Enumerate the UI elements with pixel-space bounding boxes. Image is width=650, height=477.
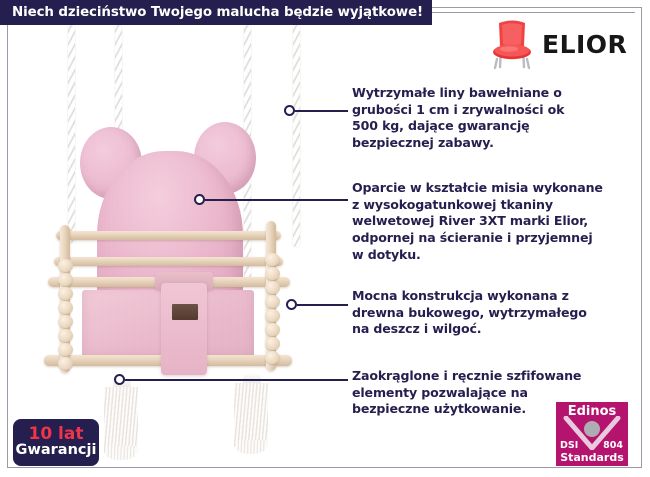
header-banner: Niech dzieciństwo Twojego malucha będzie… [0,0,432,25]
bead [265,253,280,266]
standards-brand: Edinos [567,404,617,419]
bead [58,301,73,314]
bead [58,343,73,356]
standards-label: Standards [560,451,624,464]
callout-line: elementy pozwalające na [352,384,528,400]
brand-name: ELIOR [542,29,628,59]
check-v-icon [563,416,621,450]
tassel-left [104,387,138,460]
bead [58,287,73,300]
callout-line: odpornej na ścieranie i przyjemnej [352,230,593,246]
bead [265,295,280,308]
callout-line: z wysokogatunkowej tkaniny [352,196,553,212]
bead [58,273,73,286]
callout-text-rope-feature: Wytrzymałe liny bawełniane o grubości 1 … [352,85,624,152]
callout-line: Mocna konstrukcja wykonana z [352,288,569,303]
callout-line: grubości 1 cm i zrywalności ok [352,101,565,117]
bead [265,351,280,364]
callout-line: Wytrzymałe liny bawełniane o [352,85,562,100]
callout-line: Zaokrąglone i ręcznie szfifowane [352,368,582,383]
standards-badge: Edinos DSI 804 Standards [556,402,628,466]
brand-logo[interactable]: ELIOR [489,18,637,70]
warranty-years: 10 lat [28,423,84,444]
callout-leader-finish-feature [125,379,348,381]
callout-leader-construction-feature [297,304,348,306]
banner-rule [432,12,635,13]
rope-right-back [293,25,300,247]
callout-line: bezpieczne użytkowanie. [352,401,526,417]
callout-text-finish-feature: Zaokrąglone i ręcznie szfifowane element… [352,368,620,418]
callout-line: welwetowej River 3XT marki Elior, [352,213,589,229]
callout-leader-backrest-feature [205,199,348,201]
standards-code-left: DSI [560,440,579,451]
bead [265,267,280,280]
headline-text: Niech dzieciństwo Twojego malucha będzie… [12,5,424,20]
callout-marker-backrest-feature[interactable] [194,194,205,205]
callout-line: w dotyku. [352,246,421,262]
warranty-label: Gwarancji [15,442,97,459]
callout-text-construction-feature: Mocna konstrukcja wykonana z drewna buko… [352,288,622,338]
callout-leader-rope-feature [295,110,348,112]
tassel-right [234,383,268,454]
callout-line: 500 kg, dające gwarancję [352,118,530,134]
callout-line: na deszcz i wilgoć. [352,321,482,337]
safety-strap [161,283,207,375]
callout-marker-rope-feature[interactable] [284,105,295,116]
callout-marker-finish-feature[interactable] [114,374,125,385]
bead [265,281,280,294]
bead [265,323,280,336]
wood-rail-back-mid [54,257,283,266]
bead [58,329,73,342]
standards-code-right: 804 [603,440,623,451]
red-chair-icon [493,20,531,69]
callout-line: drewna bukowego, wytrzymałego [352,304,587,320]
callout-text-backrest-feature: Oparcie w kształcie misia wykonane z wys… [352,180,627,264]
strap-brand-label [172,304,198,320]
callout-line: Oparcie w kształcie misia wykonane [352,180,603,195]
bead [58,259,73,272]
warranty-badge: 10 lat Gwarancji [13,419,99,466]
rope-left-back [68,25,75,243]
callout-line: bezpiecznej zabawy. [352,135,494,151]
bead [58,315,73,328]
bead [265,337,280,350]
callout-marker-construction-feature[interactable] [286,299,297,310]
bead [265,309,280,322]
bead [58,357,73,370]
wood-rail-back-top [56,231,281,240]
product-photo [8,25,318,468]
